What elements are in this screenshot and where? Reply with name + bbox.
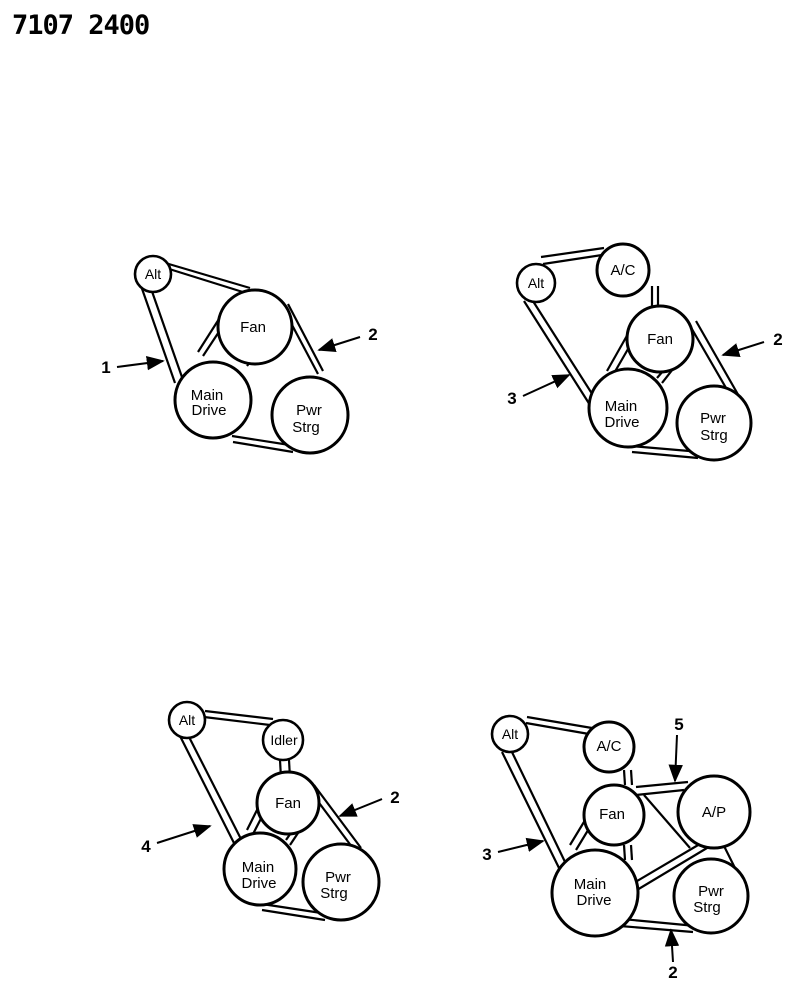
- alternator-pulley: [490, 714, 530, 754]
- air-pump-pulley: [676, 774, 752, 850]
- fan-label: Fan: [599, 806, 625, 823]
- callout-arrow: [317, 336, 361, 352]
- ac-compressor-pulley: [595, 242, 651, 298]
- main-drive-label-line1: Main: [191, 387, 224, 404]
- fan-pulley: [255, 770, 321, 836]
- alternator-pulley: [515, 262, 557, 304]
- main-drive-label-line2: Drive: [576, 892, 611, 909]
- alt-label: Alt: [145, 266, 161, 282]
- diagram-1: Alt Fan Main Drive Pwr Strg 1 2: [101, 254, 378, 455]
- pwr-strg-label-line2: Strg: [320, 885, 348, 902]
- callout-arrow: [721, 341, 765, 357]
- callout-arrow: [668, 734, 683, 783]
- callout-arrow: [497, 837, 545, 853]
- fan-pulley: [216, 288, 294, 366]
- pwr-strg-label-line1: Pwr: [325, 869, 351, 886]
- callout-number: 5: [674, 715, 683, 734]
- callout-arrow: [156, 824, 212, 844]
- ap-label: A/P: [702, 804, 726, 821]
- diagram-4: Alt A/C Fan A/P Main Drive Pwr Strg 5 3 …: [482, 714, 752, 982]
- callout-arrow: [664, 928, 680, 963]
- callout-number: 2: [668, 963, 677, 982]
- callout-number: 2: [390, 788, 399, 807]
- diagram-2: Alt A/C Fan Main Drive Pwr Strg 3 2: [507, 242, 783, 462]
- main-drive-label-line2: Drive: [191, 402, 226, 419]
- fan-pulley: [625, 304, 695, 374]
- belt-5: [631, 780, 713, 891]
- callout-number: 4: [141, 837, 151, 856]
- document-code: 7107 2400: [12, 10, 150, 41]
- idler-label: Idler: [270, 732, 298, 748]
- alternator-pulley: [133, 254, 173, 294]
- alt-label: Alt: [502, 726, 518, 742]
- pwr-strg-label-line2: Strg: [693, 899, 721, 916]
- callout-arrow: [522, 374, 571, 397]
- ac-compressor-pulley: [582, 720, 636, 774]
- power-steering-pulley: [675, 384, 753, 462]
- callout-number: 2: [773, 330, 782, 349]
- pwr-strg-label-line2: Strg: [292, 419, 320, 436]
- ac-label: A/C: [610, 262, 635, 279]
- alternator-pulley: [167, 700, 207, 740]
- callout-number: 3: [507, 389, 516, 408]
- main-drive-pulley: [550, 848, 640, 938]
- main-drive-label-line1: Main: [574, 876, 607, 893]
- pwr-strg-label-line1: Pwr: [700, 410, 726, 427]
- main-drive-label-line2: Drive: [604, 414, 639, 431]
- alt-label: Alt: [528, 275, 544, 291]
- power-steering-pulley: [270, 375, 350, 455]
- callout-number: 2: [368, 325, 377, 344]
- callout-arrow: [338, 798, 383, 817]
- pwr-strg-label-line1: Pwr: [296, 402, 322, 419]
- fan-pulley: [582, 783, 646, 847]
- idler-pulley: [261, 718, 305, 762]
- pwr-strg-label-line1: Pwr: [698, 883, 724, 900]
- diagram-3: Alt Idler Fan Main Drive Pwr Strg 4 2: [141, 700, 400, 922]
- fan-label: Fan: [647, 331, 673, 348]
- callout-number: 1: [101, 358, 110, 377]
- power-steering-pulley: [672, 857, 750, 935]
- main-drive-label-line2: Drive: [241, 875, 276, 892]
- fan-label: Fan: [240, 319, 266, 336]
- callout-arrow: [116, 355, 165, 371]
- main-drive-pulley: [222, 831, 298, 907]
- main-drive-pulley: [587, 367, 669, 449]
- callout-number: 3: [482, 845, 491, 864]
- ac-label: A/C: [596, 738, 621, 755]
- main-drive-label-line1: Main: [242, 859, 275, 876]
- alt-label: Alt: [179, 712, 195, 728]
- main-drive-label-line1: Main: [605, 398, 638, 415]
- power-steering-pulley: [301, 842, 381, 922]
- pwr-strg-label-line2: Strg: [700, 427, 728, 444]
- fan-label: Fan: [275, 795, 301, 812]
- main-drive-pulley: [173, 360, 253, 440]
